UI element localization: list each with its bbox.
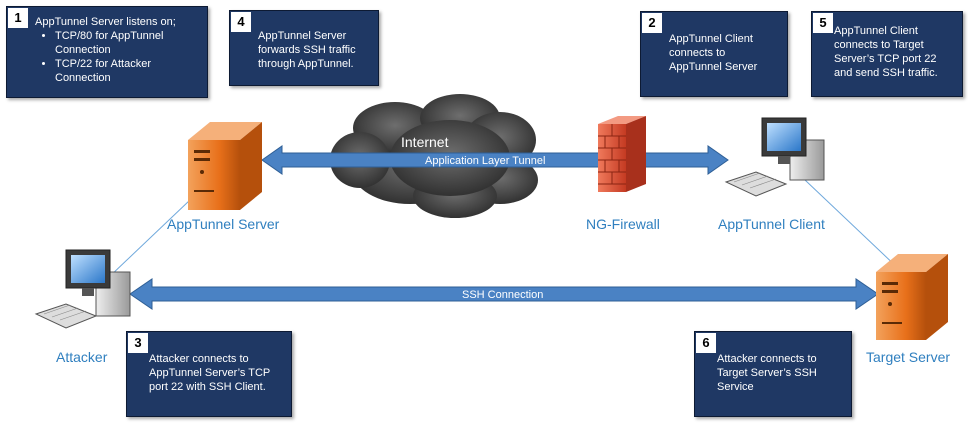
callout-6-number: 6 — [695, 332, 717, 354]
callout-1-number: 1 — [7, 7, 29, 29]
apptunnel-client-label: AppTunnel Client — [718, 216, 825, 232]
apptunnel-server-icon — [188, 122, 262, 210]
attacker-label: Attacker — [56, 349, 108, 365]
callout-3: 3 Attacker connects to AppTunnel Server’… — [126, 331, 292, 417]
target-server-label: Target Server — [866, 349, 951, 365]
apptunnel-client-icon — [724, 117, 825, 197]
link-client-target — [804, 179, 901, 271]
callout-2-number: 2 — [641, 12, 663, 34]
callout-5-number: 5 — [812, 12, 834, 34]
ng-firewall-label: NG-Firewall — [586, 216, 660, 232]
callout-3-text: Attacker connects to AppTunnel Server’s … — [149, 353, 271, 393]
link-server-attacker — [107, 199, 191, 279]
callout-2: 2 AppTunnel Client connects to AppTunnel… — [640, 11, 788, 97]
attacker-icon — [34, 249, 131, 329]
target-server-icon — [876, 254, 948, 340]
tunnel-label: Application Layer Tunnel — [425, 155, 546, 167]
callout-4: 4 AppTunnel Server forwards SSH traffic … — [229, 10, 379, 86]
callout-6-text: Attacker connects to Target Server’s SSH… — [717, 353, 817, 393]
callout-4-number: 4 — [230, 11, 252, 33]
callout-5: 5 AppTunnel Client connects to Target Se… — [811, 11, 963, 97]
callout-5-text: AppTunnel Client connects to Target Serv… — [834, 25, 938, 79]
callout-2-text: AppTunnel Client connects to AppTunnel S… — [669, 33, 758, 73]
firewall-icon — [598, 116, 646, 192]
callout-3-number: 3 — [127, 332, 149, 354]
callout-1-bullet-2: TCP/22 for Attacker Connection — [55, 57, 201, 85]
internet-label: Internet — [401, 134, 449, 150]
callout-4-text: AppTunnel Server forwards SSH traffic th… — [258, 30, 356, 70]
callout-6: 6 Attacker connects to Target Server’s S… — [694, 331, 852, 417]
callout-1: 1 AppTunnel Server listens on; TCP/80 fo… — [6, 6, 208, 98]
ssh-connection-label: SSH Connection — [462, 289, 544, 301]
callout-1-bullet-1: TCP/80 for AppTunnel Connection — [55, 29, 201, 57]
apptunnel-server-label: AppTunnel Server — [167, 216, 280, 232]
callout-1-text: AppTunnel Server listens on; — [35, 16, 176, 28]
